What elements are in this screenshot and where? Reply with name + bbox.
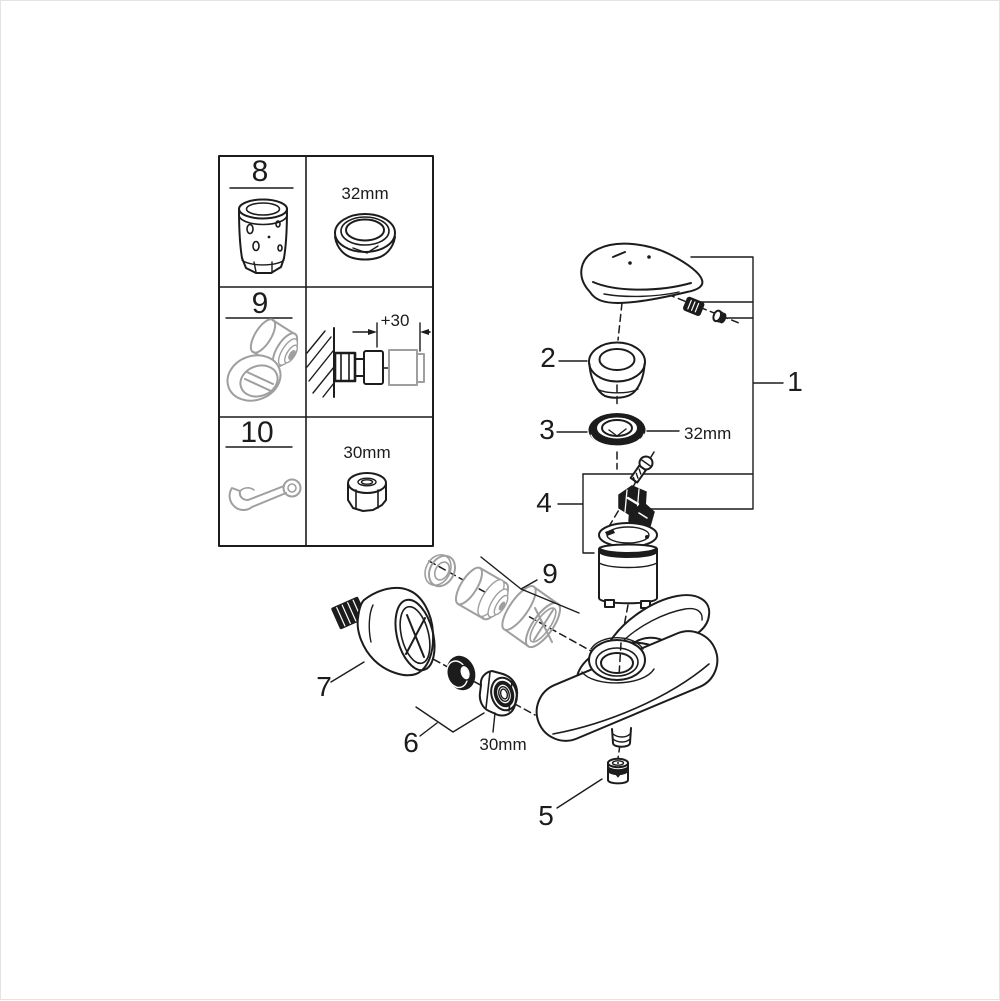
part-s-union [331,586,436,677]
wrench-illustration [228,478,302,511]
bracket-1 [582,256,784,510]
part-handle-screw [683,296,705,316]
callout-5: 5 [538,800,554,831]
part-filter-seal [446,655,476,691]
table-num-8: 8 [252,155,269,188]
table-size-8: 32mm [341,184,388,203]
part-mixer-body [535,594,719,748]
part-cartridge-screw [629,455,654,484]
dim-30mm-label: 30mm [479,735,526,754]
callout-3: 3 [539,414,555,445]
leader-7 [330,661,365,683]
dim-32mm-label: 32mm [684,424,731,443]
bracket-6 [415,706,485,737]
bracket-9 [480,556,580,614]
table-num-10: 10 [240,416,273,449]
callout-7: 7 [316,671,332,702]
wall-extension-plus30-illustration: +30 [306,311,431,398]
table-num-9: 9 [252,287,269,320]
leader-30mm [492,712,496,733]
callout-4: 4 [536,487,552,518]
part-cartridge [598,503,658,609]
callout-6: 6 [403,727,419,758]
nut-30mm-illustration [347,472,387,512]
part-handle-plug [712,309,727,324]
leader-3 [556,430,680,433]
dim-plus30-label: +30 [381,311,410,330]
callout-1: 1 [787,366,803,397]
group-extension-set [424,553,562,649]
tools-table: 8 32mm 9 [218,155,434,547]
part-union-nut-30mm [478,670,519,717]
socket-tool-illustration [238,198,288,274]
table-size-10: 30mm [343,443,390,462]
leader-5 [556,778,603,809]
callout-9: 9 [542,558,558,589]
part-ring-nut-32mm [588,413,646,448]
part-cap-ring [588,341,646,399]
bracket-4 [557,473,595,554]
exploded-view: 2 3 32mm 4 1 9 7 6 30mm 5 [316,242,803,831]
part-lever-handle [580,242,704,304]
gasket-ring-32mm-illustration [334,213,396,261]
part-check-valve [607,757,629,785]
callout-2: 2 [540,342,556,373]
escutcheon-sleeves-illustration [226,318,299,402]
